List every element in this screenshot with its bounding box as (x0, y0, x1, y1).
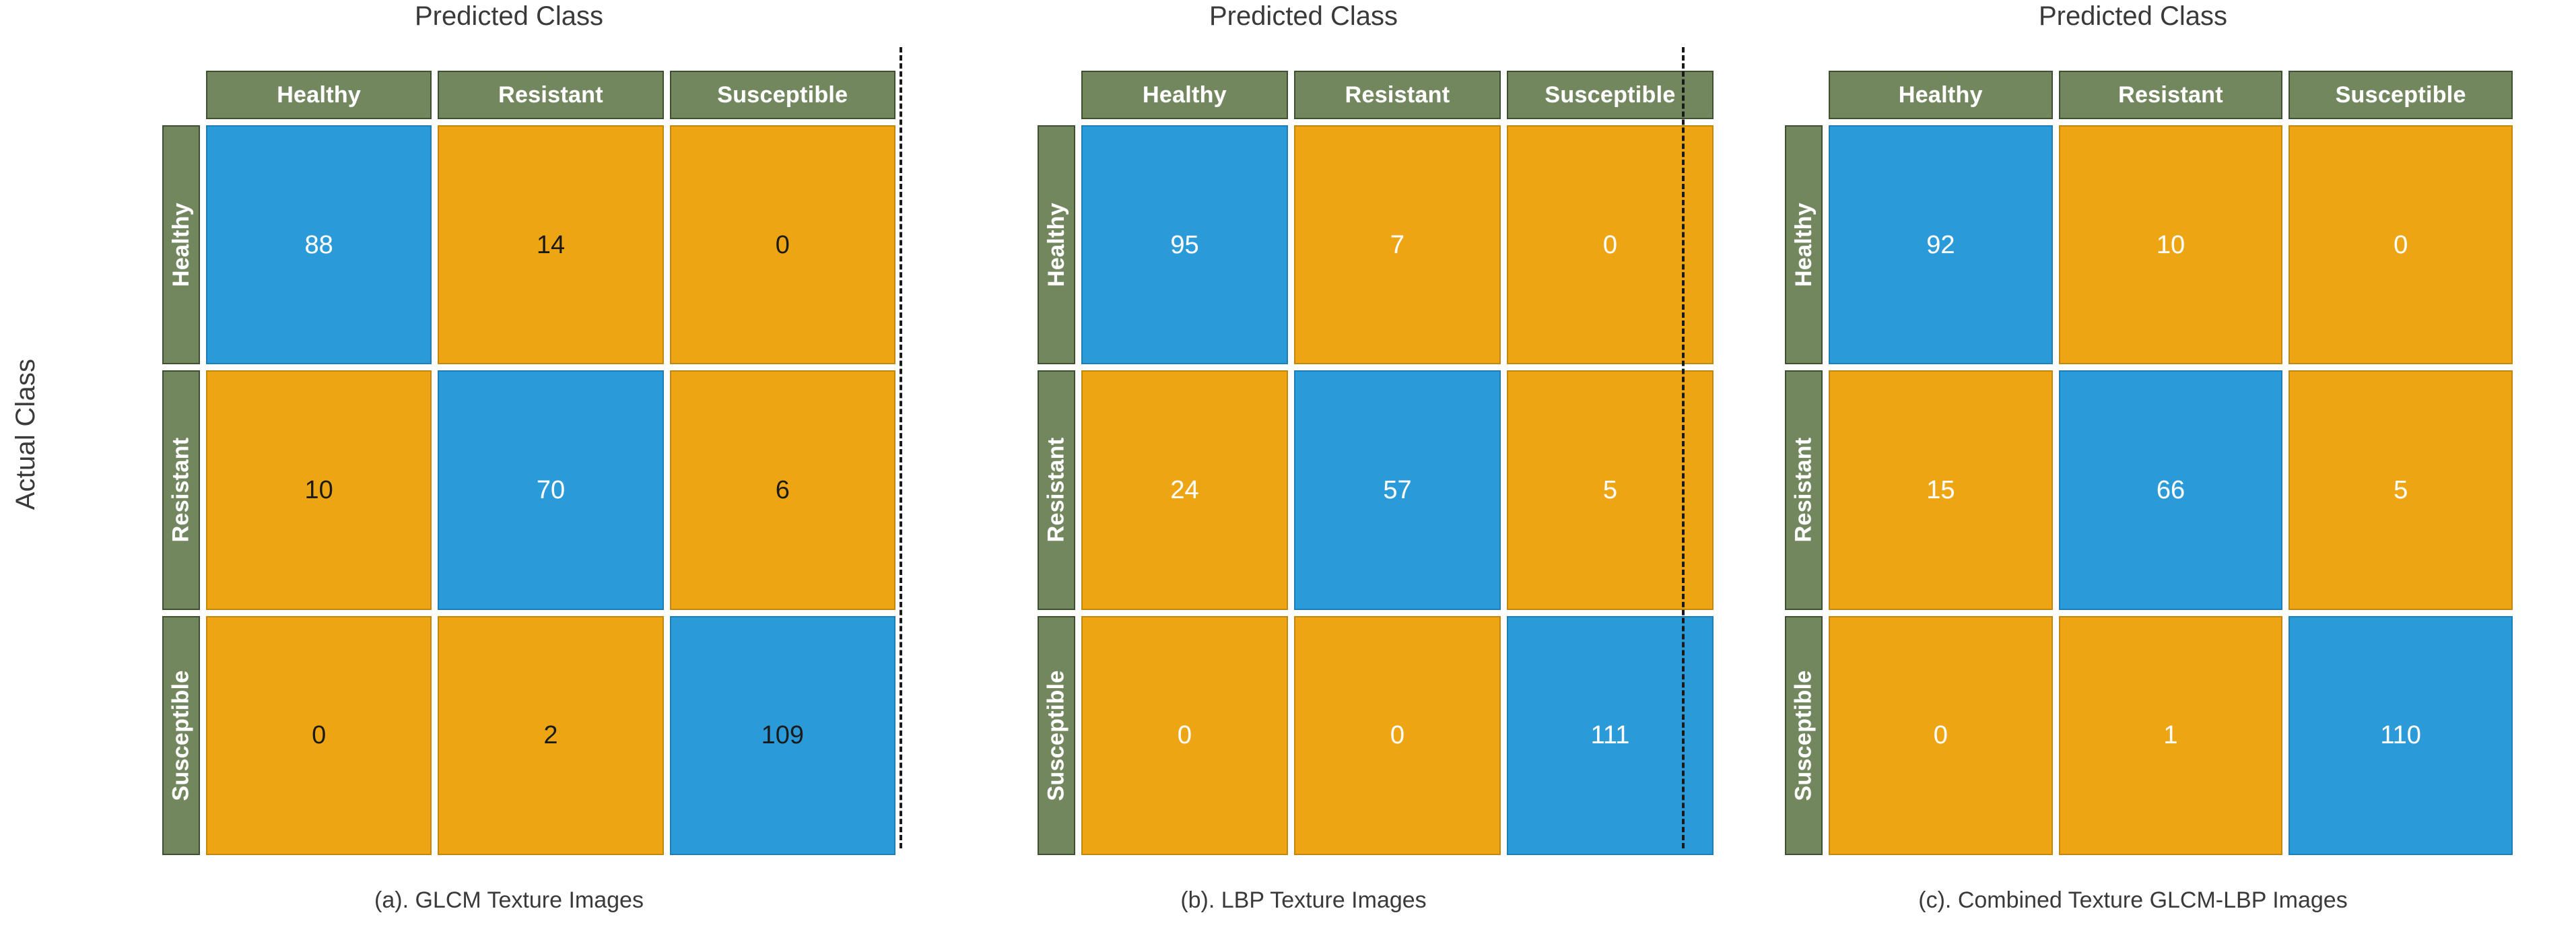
cell-r2-c0: 0 (206, 615, 432, 855)
cell-r0-c0: 92 (1829, 125, 2053, 365)
cell-r2-c0: 0 (1081, 615, 1288, 855)
cell-r1-c2: 6 (669, 370, 895, 610)
cell-value: 110 (2380, 721, 2421, 750)
row-header-healthy-label: Healthy (1043, 203, 1069, 287)
panel-b-title: Predicted Class (1209, 1, 1398, 31)
cell-value: 5 (2394, 475, 2408, 504)
col-header-resistant: Resistant (1294, 71, 1501, 119)
row-header-resistant-label: Resistant (1043, 438, 1069, 543)
cell-value: 57 (1383, 475, 1412, 504)
row-header-resistant: Resistant (1038, 370, 1075, 610)
col-header-healthy: Healthy (1829, 71, 2053, 119)
col-header-healthy: Healthy (1081, 71, 1288, 119)
cell-value: 88 (304, 230, 333, 259)
cell-value: 10 (2156, 230, 2185, 259)
cell-r2-c1: 0 (1294, 615, 1501, 855)
cell-value: 0 (1177, 721, 1192, 750)
cell-value: 5 (1602, 475, 1618, 504)
row-header-susceptible: Susceptible (1785, 615, 1823, 855)
cell-r0-c2: 0 (1507, 125, 1714, 365)
cell-value: 2 (543, 721, 558, 750)
panel-combined: Predicted Class Healthy Resistant Suscep… (1703, 0, 2576, 948)
cell-value: 6 (775, 475, 790, 504)
panel-c-caption: (c). Combined Texture GLCM-LBP Images (1918, 887, 2348, 913)
cell-r1-c0: 10 (206, 370, 432, 610)
cell-r0-c1: 10 (2058, 125, 2283, 365)
cell-value: 0 (2394, 230, 2408, 259)
actual-class-axis-label: Actual Class (10, 358, 40, 510)
cell-r1-c0: 15 (1829, 370, 2053, 610)
cell-r0-c0: 95 (1081, 125, 1288, 365)
panel-c-title: Predicted Class (2038, 1, 2228, 31)
corner-spacer (162, 71, 200, 119)
panel-a-caption: (a). GLCM Texture Images (374, 887, 644, 913)
cell-r1-c2: 5 (1507, 370, 1714, 610)
cell-value: 95 (1170, 230, 1199, 259)
cell-r2-c1: 1 (2058, 615, 2283, 855)
cell-value: 0 (1933, 721, 1948, 750)
cell-value: 92 (1926, 230, 1955, 259)
row-header-susceptible: Susceptible (1038, 615, 1075, 855)
cell-r0-c2: 0 (669, 125, 895, 365)
cell-value: 14 (536, 230, 566, 259)
row-header-healthy-label: Healthy (168, 203, 194, 287)
panel-c-matrix: Healthy Resistant Susceptible Healthy 92… (1785, 71, 2513, 855)
corner-spacer (1785, 71, 1823, 119)
cell-value: 66 (2156, 475, 2185, 504)
panel-separator-1 (900, 47, 902, 848)
panel-glcm: Predicted Class Healthy Resistant Suscep… (61, 0, 895, 948)
row-header-resistant: Resistant (162, 370, 200, 610)
cell-value: 15 (1926, 475, 1955, 504)
row-header-susceptible-label: Susceptible (1043, 670, 1069, 801)
col-header-susceptible: Susceptible (2289, 71, 2513, 119)
cell-value: 0 (312, 721, 327, 750)
cell-r2-c0: 0 (1829, 615, 2053, 855)
col-header-susceptible: Susceptible (669, 71, 895, 119)
cell-r0-c2: 0 (2289, 125, 2513, 365)
row-header-resistant-label: Resistant (1790, 438, 1817, 543)
row-header-susceptible: Susceptible (162, 615, 200, 855)
cell-value: 7 (1390, 230, 1405, 259)
cell-value: 0 (1602, 230, 1618, 259)
cell-r0-c1: 14 (438, 125, 664, 365)
cell-r1-c1: 57 (1294, 370, 1501, 610)
cell-r1-c0: 24 (1081, 370, 1288, 610)
col-header-healthy: Healthy (206, 71, 432, 119)
cell-r1-c2: 5 (2289, 370, 2513, 610)
panel-b-caption: (b). LBP Texture Images (1180, 887, 1427, 913)
panel-separator-2 (1682, 47, 1685, 848)
panel-lbp: Predicted Class Healthy Resistant Suscep… (936, 0, 1714, 948)
cell-r2-c2: 109 (669, 615, 895, 855)
cell-value: 1 (2163, 721, 2178, 750)
row-header-susceptible-label: Susceptible (1790, 670, 1817, 801)
row-header-susceptible-label: Susceptible (168, 670, 194, 801)
panel-a-title: Predicted Class (414, 1, 604, 31)
cell-value: 24 (1170, 475, 1199, 504)
col-header-resistant: Resistant (2058, 71, 2283, 119)
cell-r0-c1: 7 (1294, 125, 1501, 365)
row-header-healthy-label: Healthy (1790, 203, 1817, 287)
row-header-resistant-label: Resistant (168, 438, 194, 543)
cell-value: 10 (304, 475, 333, 504)
cell-value: 0 (775, 230, 790, 259)
cell-value: 109 (761, 721, 805, 750)
panel-a-matrix: Healthy Resistant Susceptible Healthy 88… (162, 71, 895, 855)
col-header-susceptible: Susceptible (1507, 71, 1714, 119)
row-header-resistant: Resistant (1785, 370, 1823, 610)
cell-value: 0 (1390, 721, 1405, 750)
cell-r2-c1: 2 (438, 615, 664, 855)
corner-spacer (1038, 71, 1075, 119)
cell-r1-c1: 66 (2058, 370, 2283, 610)
cell-r1-c1: 70 (438, 370, 664, 610)
row-header-healthy: Healthy (1038, 125, 1075, 365)
cell-r0-c0: 88 (206, 125, 432, 365)
cell-r2-c2: 110 (2289, 615, 2513, 855)
row-header-healthy: Healthy (1785, 125, 1823, 365)
row-header-healthy: Healthy (162, 125, 200, 365)
cell-value: 111 (1590, 721, 1630, 750)
cell-r2-c2: 111 (1507, 615, 1714, 855)
panel-b-matrix: Healthy Resistant Susceptible Healthy 95… (1038, 71, 1714, 855)
cell-value: 70 (536, 475, 566, 504)
col-header-resistant: Resistant (438, 71, 664, 119)
